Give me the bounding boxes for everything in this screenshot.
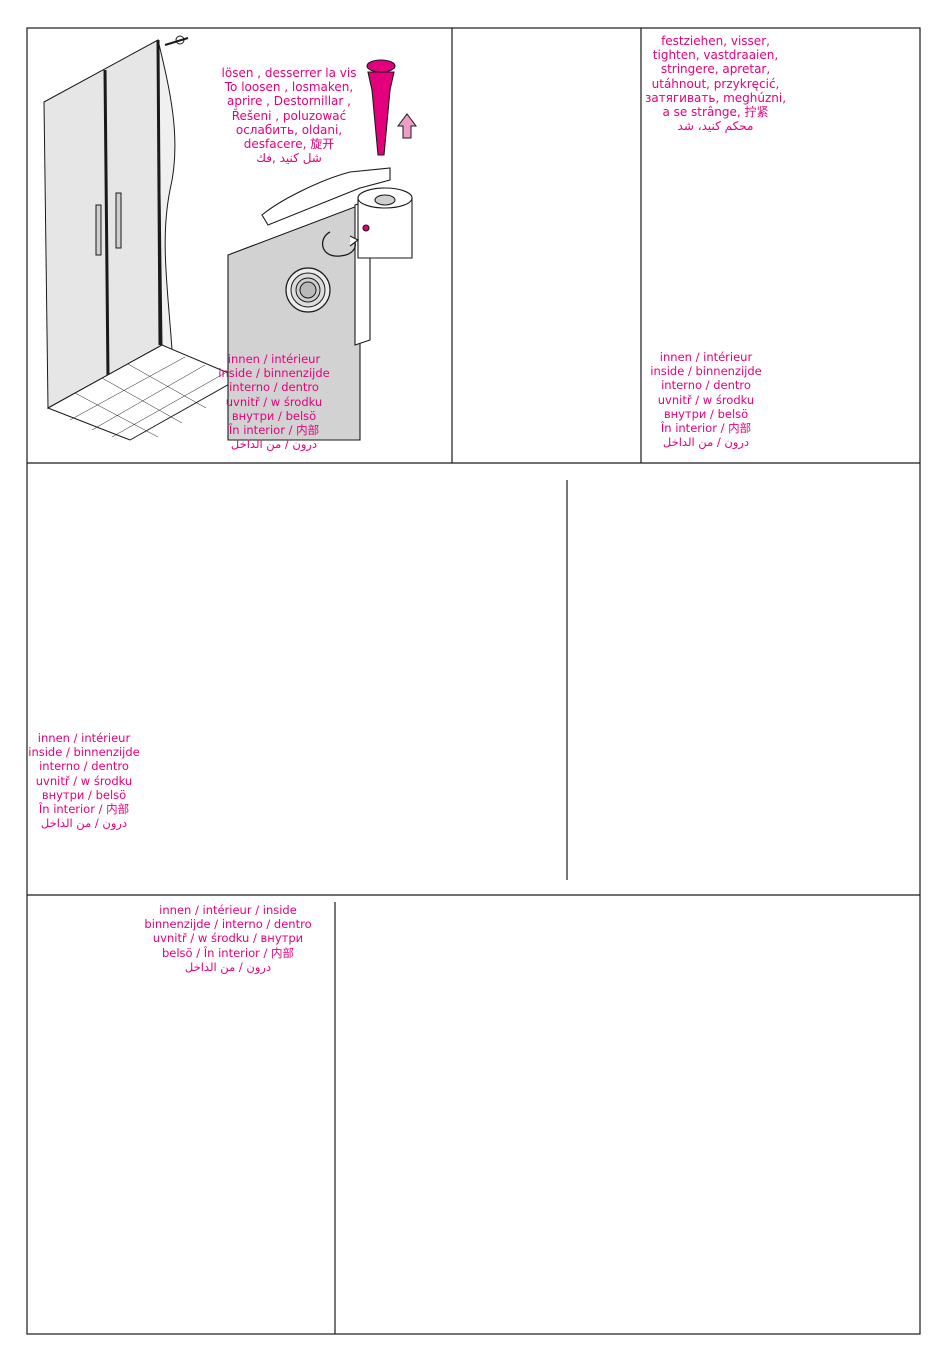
inside-line: innen / intérieur — [227, 352, 321, 366]
inside-line: внутри / belsö — [663, 406, 749, 421]
loosen-line: Řešeni , poluzować — [231, 108, 347, 123]
tighten-line: festziehen, visser, — [661, 34, 770, 48]
inside-line: inside / binnenzijde — [650, 364, 762, 379]
panel-grid — [26, 27, 921, 1335]
inside-line: درون / من الداخل — [184, 959, 272, 974]
inside-line: درون / من الداخل — [40, 816, 128, 831]
inside-line: innen / intérieur / inside — [159, 903, 297, 917]
inside-line: uvnitř / w środku / внутри — [152, 931, 304, 946]
inside-line: inside / binnenzijde — [218, 366, 330, 381]
inside-line: interno / dentro — [39, 759, 129, 774]
inside-label-panel-4: innen / intérieur inside / binnenzijde i… — [26, 731, 142, 830]
loosen-instruction: lösen , desserrer la vis To loosen , los… — [214, 66, 364, 165]
inside-line: interno / dentro — [229, 380, 319, 395]
tighten-line: затягивать, meghúzni, — [644, 90, 787, 105]
loosen-line: desfacere, 旋开 — [243, 137, 335, 152]
inside-line: belsö / În interior / 内部 — [161, 945, 295, 960]
inside-line: внутри / belsö — [41, 787, 127, 802]
inside-line: innen / intérieur — [659, 350, 753, 364]
loosen-line: To loosen , losmaken, — [224, 80, 354, 95]
inside-line: În interior / 内部 — [38, 802, 130, 817]
panel-1-loosen-hinge — [43, 35, 417, 441]
tighten-line: tighten, vastdraaien, — [652, 48, 779, 63]
inside-label-panel-1: innen / intérieur inside / binnenzijde i… — [214, 352, 334, 451]
loosen-line: lösen , desserrer la vis — [221, 66, 357, 80]
inside-label-panel-3: innen / intérieur inside / binnenzijde i… — [646, 350, 766, 449]
tighten-instruction: festziehen, visser, tighten, vastdraaien… — [643, 34, 788, 133]
inside-line: În interior / 内部 — [228, 423, 320, 438]
loosen-line: aprire , Destornillar , — [227, 94, 351, 109]
inside-line: uvnitř / w środku — [225, 394, 323, 409]
inside-line: درون / من الداخل — [230, 437, 318, 452]
inside-line: uvnitř / w środku — [657, 392, 755, 407]
tighten-line: محكم كنيد، شد — [677, 119, 754, 134]
loosen-line: شل كنيد ,فك — [256, 151, 322, 166]
inside-line: inside / binnenzijde — [28, 745, 140, 760]
tighten-line: a se strânge, 拧紧 — [662, 105, 769, 120]
tighten-line: stringere, apretar, — [660, 62, 771, 77]
inside-line: În interior / 内部 — [660, 421, 752, 436]
tighten-line: utáhnout, przykręcić, — [651, 76, 780, 91]
inside-line: innen / intérieur — [37, 731, 131, 745]
loosen-line: ослабить, oldani, — [235, 122, 343, 137]
inside-line: внутри / belsö — [231, 408, 317, 423]
shower-enclosure — [43, 35, 242, 441]
inside-label-panel-7: innen / intérieur / inside binnenzijde /… — [128, 903, 328, 974]
inside-line: binnenzijde / interno / dentro — [144, 917, 312, 932]
hinge-closeup — [227, 59, 417, 441]
inside-line: interno / dentro — [661, 378, 751, 393]
inside-line: uvnitř / w środku — [35, 773, 133, 788]
inside-line: درون / من الداخل — [662, 435, 750, 450]
